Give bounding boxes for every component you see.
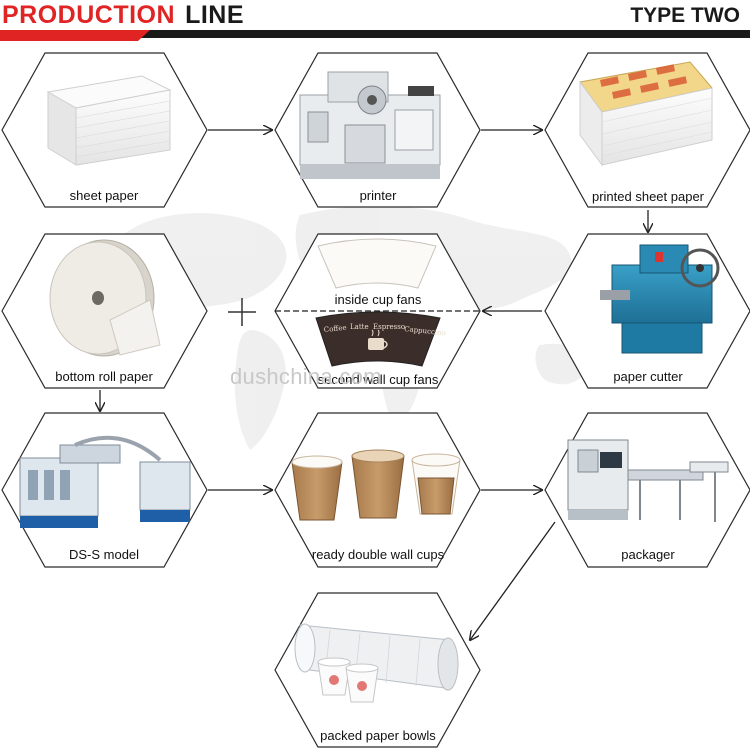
title-line: LINE	[185, 1, 245, 29]
type-label: TYPE TWO	[630, 4, 740, 27]
label-ready-double-wall-cups: ready double wall cups	[311, 547, 445, 562]
bottom-roll-paper-image	[49, 239, 161, 357]
ds-s-model-image	[19, 435, 191, 528]
plus-icon	[228, 298, 256, 326]
packed-paper-bowls-image	[294, 623, 459, 703]
label-sheet-paper: sheet paper	[69, 188, 139, 203]
label-inside-cup-fans: inside cup fans	[334, 292, 422, 307]
label-ds-s-model: DS-S model	[68, 547, 140, 562]
page-title: PRODUCTION LINE	[2, 1, 244, 30]
header-bar	[0, 30, 750, 38]
paper-cutter-image	[600, 244, 720, 354]
label-printed-sheet-paper: printed sheet paper	[591, 189, 705, 204]
inside-cup-fan-image	[317, 238, 437, 289]
fan-word: Coffee	[323, 324, 347, 334]
header-accent-bar	[0, 30, 150, 41]
header: PRODUCTION LINE TYPE TWO	[0, 0, 750, 44]
double-wall-cups-image	[291, 449, 461, 521]
label-second-wall-cup-fans: second wall cup fans	[317, 372, 439, 387]
sheet-paper-image	[46, 75, 172, 166]
arrow-packager-to-packed	[470, 521, 556, 640]
label-bottom-roll-paper: bottom roll paper	[55, 369, 153, 384]
hex-ds-s-model	[1, 412, 208, 568]
watermark: dushchina.com	[230, 364, 382, 389]
printer-image	[299, 71, 441, 179]
fan-word: Latte	[350, 323, 369, 331]
printed-sheet-paper-image	[579, 61, 713, 167]
title-production: PRODUCTION	[2, 1, 176, 29]
label-printer: printer	[359, 188, 397, 203]
label-packed-paper-bowls: packed paper bowls	[320, 728, 436, 743]
flow-arrows	[100, 130, 648, 640]
packager-image	[567, 439, 729, 522]
second-wall-cup-fan-image: Coffee Latte Espresso Cappuccino	[315, 311, 446, 367]
coffee-cup-icon	[368, 329, 388, 350]
label-packager: packager	[621, 547, 675, 562]
label-paper-cutter: paper cutter	[613, 369, 683, 384]
fan-word: Espresso	[373, 323, 405, 331]
